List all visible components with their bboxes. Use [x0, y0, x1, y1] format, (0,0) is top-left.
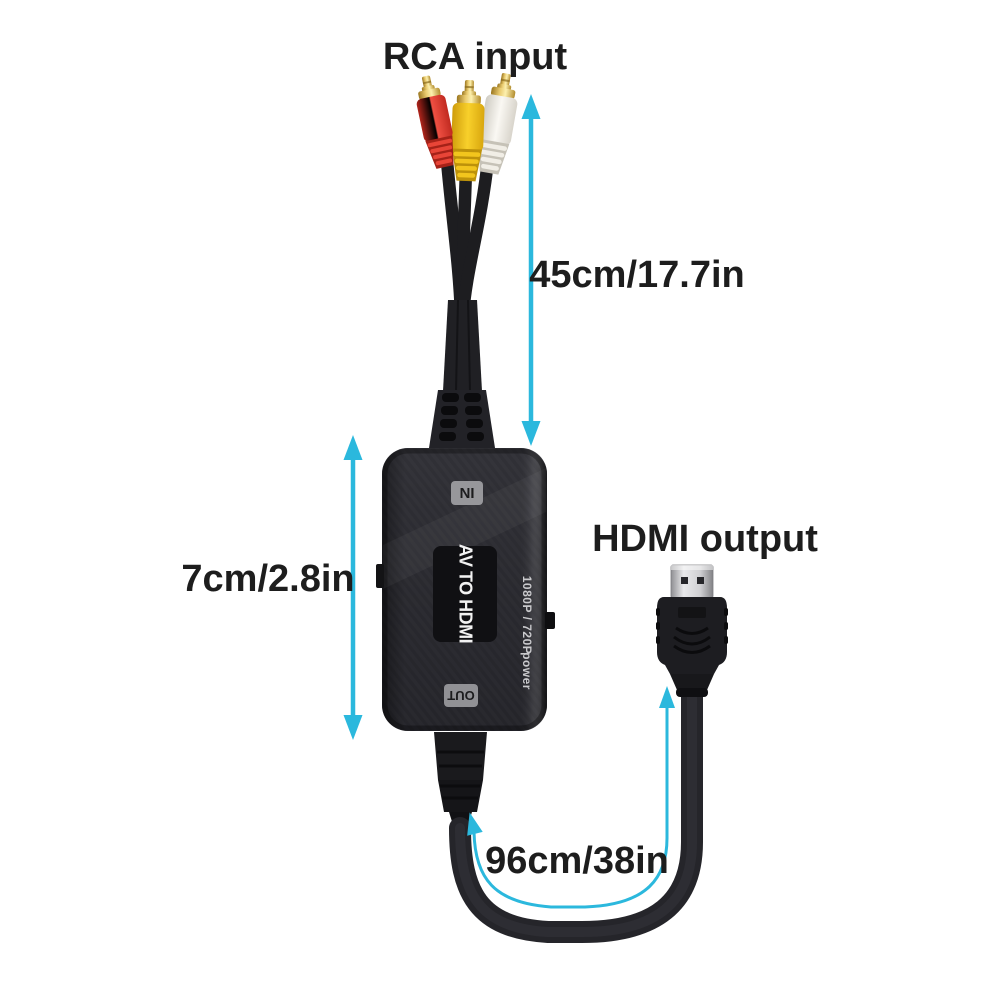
front-glossy-panel	[433, 546, 497, 642]
hdmi-cable-length-label: 96cm/38in	[485, 840, 669, 882]
arrow-7cm-head-up	[343, 435, 363, 460]
rca-plug-red	[416, 75, 454, 169]
rca-boot-rib	[480, 156, 502, 165]
rca-body	[479, 94, 518, 146]
strain-relief-slot	[465, 406, 482, 415]
strain-relief-slot	[464, 393, 481, 402]
strain-relief-slot	[466, 419, 483, 428]
flat-cable-ridges	[455, 299, 471, 392]
hdmi-grip-notch	[656, 636, 660, 644]
side-power-label: power	[520, 652, 534, 690]
resolution-switch	[545, 612, 555, 629]
rca-collar	[456, 94, 481, 105]
rca-pin-groove	[422, 80, 432, 85]
strain-relief-slot	[440, 419, 457, 428]
side-resolution-label: 1080P / 720P	[520, 576, 534, 655]
rca-cables	[439, 143, 495, 392]
left-side-nub	[376, 564, 384, 588]
hdmi-output-label: HDMI output	[592, 518, 818, 560]
strain-relief-slot	[439, 432, 456, 441]
strain-relief-slot	[442, 393, 459, 402]
rca-plug-white	[479, 73, 518, 175]
rca-body	[451, 102, 485, 152]
rca-input-label: RCA input	[383, 36, 568, 78]
rca-cable-white	[456, 153, 495, 322]
arrow-96cm-curve	[472, 702, 669, 909]
rca-boot-rib	[430, 145, 453, 154]
rca-boot-rib	[480, 149, 505, 158]
arrow-45cm	[521, 94, 541, 446]
hdmi-grip-notch	[724, 608, 728, 616]
hdmi-pin-slot	[681, 577, 688, 584]
strain-relief-slot	[441, 406, 458, 415]
hdmi-pin-slot	[697, 577, 704, 584]
rca-plug-yellow	[451, 79, 485, 182]
hdmi-grip-notch	[656, 622, 660, 630]
out-port-badge	[444, 684, 478, 707]
rca-boot-rib	[427, 138, 453, 148]
hdmi-emboss-logo	[678, 607, 706, 618]
rca-boot-rib	[480, 142, 507, 151]
arrow-7cm	[343, 435, 363, 740]
hdmi-grip-arcs	[673, 626, 711, 654]
hdmi-cable	[449, 673, 703, 943]
flat-cable	[443, 300, 482, 391]
rca-boot-rib	[433, 151, 453, 160]
converter-sheen	[383, 468, 546, 589]
hdmi-connector	[656, 564, 728, 697]
hdmi-grip-notch	[724, 622, 728, 630]
in-port-label: IN	[460, 484, 475, 501]
strain-relief-slot	[467, 432, 484, 441]
rca-boot-rib	[454, 158, 479, 164]
out-port-label: OUT	[447, 688, 475, 703]
front-label: AV TO HDMI	[456, 544, 476, 643]
hdmi-neck-ring	[676, 688, 708, 697]
hdmi-taper	[670, 674, 714, 690]
rca-cable-length-label: 45cm/17.7in	[529, 254, 744, 296]
converter-height-label: 7cm/2.8in	[181, 558, 354, 600]
measurement-arrows	[343, 94, 675, 909]
hdmi-metal-top-face	[671, 565, 713, 570]
hdmi-cable-highlight	[455, 679, 697, 937]
hdmi-grip-notch	[656, 608, 660, 616]
rca-pin-groove	[464, 85, 474, 89]
converter-box: IN OUT AV TO HDMI 1080P / 720P power	[376, 448, 555, 731]
rca-boot-rib	[457, 172, 476, 178]
in-port-badge	[451, 481, 483, 505]
converter-output-connector	[434, 732, 487, 831]
arrow-45cm-head-down	[521, 421, 541, 446]
output-connector-upper	[434, 732, 487, 780]
rca-boot-rib	[481, 163, 499, 171]
arrow-7cm-head-down	[343, 715, 363, 740]
output-connector-lower	[438, 780, 483, 812]
strain-relief	[429, 390, 495, 448]
hdmi-plug-body	[657, 597, 727, 674]
converter-bevel	[382, 448, 547, 731]
arrow-45cm-head-up	[521, 94, 541, 119]
rca-boot-rib	[455, 165, 477, 171]
arrow-96cm	[467, 686, 675, 909]
rca-body	[416, 94, 453, 143]
rca-boot-rib	[435, 158, 453, 166]
hdmi-grip-notch	[724, 636, 728, 644]
output-connector-texture	[437, 750, 484, 800]
arrow-96cm-head-right	[659, 686, 675, 708]
arrow-96cm-head-left	[467, 812, 483, 836]
rca-boot-rib	[453, 151, 481, 157]
rca-pin-groove	[500, 78, 510, 83]
strain-relief-body	[429, 390, 495, 448]
